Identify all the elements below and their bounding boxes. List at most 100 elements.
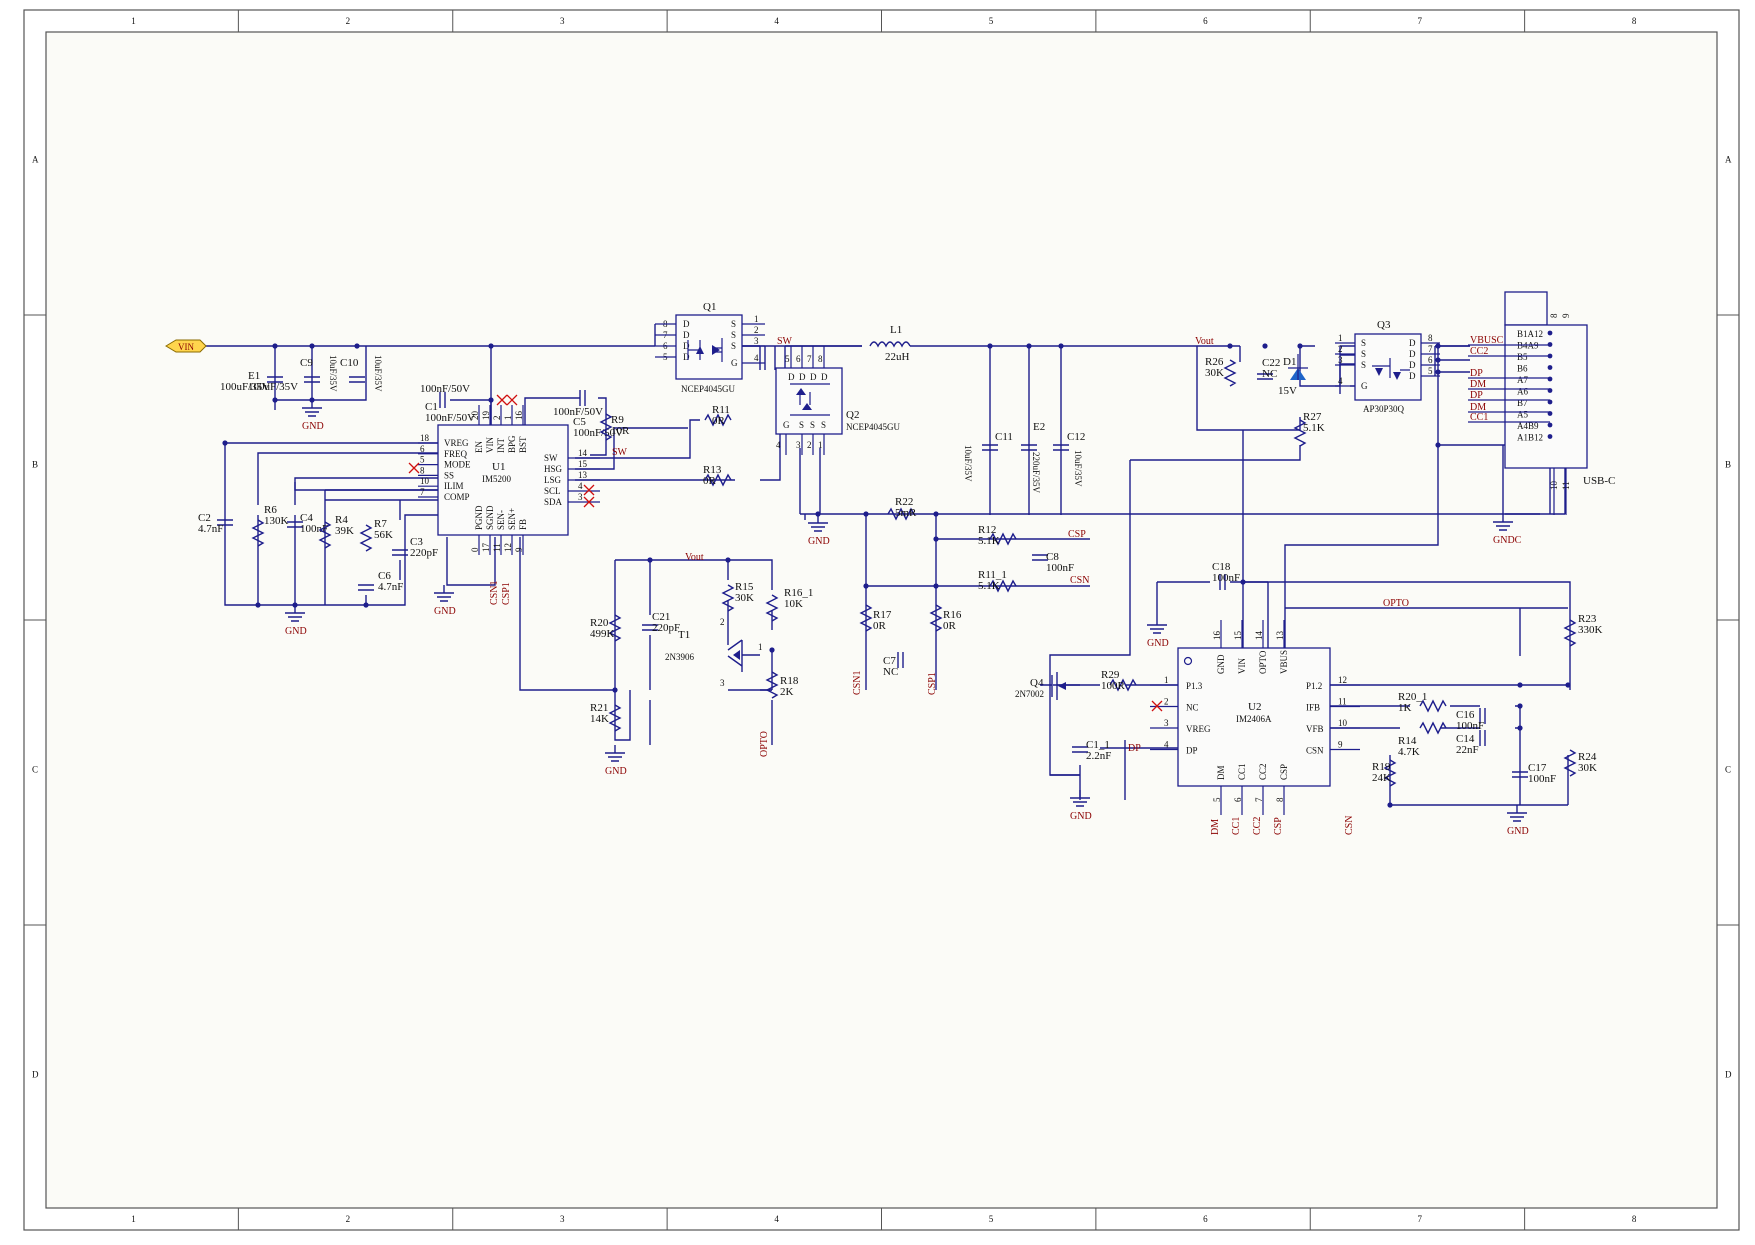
u2-pin-number: 3 xyxy=(1164,718,1169,728)
r16-ref: R16 xyxy=(943,609,962,621)
r27-ref: R27 xyxy=(1303,411,1322,423)
u1-pin-name: SDA xyxy=(544,497,563,507)
net-label: CSN xyxy=(1070,575,1089,586)
q1-pin-name: D xyxy=(683,319,690,329)
t1-part: 2N3906 xyxy=(665,652,694,662)
u2-ref: U2 xyxy=(1248,701,1261,713)
q1-pin-name: S xyxy=(731,330,736,340)
gnd-u2-label: GND xyxy=(1147,638,1169,649)
u2-pin-number: 10 xyxy=(1338,718,1348,728)
c1-symbol xyxy=(439,392,446,408)
no-connect-mark xyxy=(583,496,595,508)
r14-ref: R14 xyxy=(1398,735,1417,747)
junction-dot xyxy=(272,343,278,349)
junction-dot xyxy=(363,602,369,608)
u2-pin-name: DP xyxy=(1186,746,1198,756)
junction-dot xyxy=(255,602,261,608)
gnd-u1-ground-icon xyxy=(434,585,454,602)
q3-pin-number: 3 xyxy=(1338,355,1343,365)
r16-1-ref: R16_1 xyxy=(784,587,813,599)
junction-dot xyxy=(354,343,360,349)
zone-row-right: C xyxy=(1725,765,1731,775)
u2-pin-name: VFB xyxy=(1306,724,1324,734)
r27-value: 5.1K xyxy=(1303,422,1325,434)
q1-pin-name: S xyxy=(731,341,736,351)
r20-1-ref: R20_1 xyxy=(1398,691,1427,703)
usb-pin-number: 8 xyxy=(1549,313,1559,318)
c12-ref: C12 xyxy=(1067,431,1085,443)
r15-ref: R15 xyxy=(735,581,754,593)
e2-ref: E2 xyxy=(1033,421,1045,433)
q3-part: AP30P30Q xyxy=(1363,404,1405,414)
junction-dot xyxy=(1435,369,1441,375)
usb-pin-name: B7 xyxy=(1517,398,1528,408)
r26-value: 30K xyxy=(1205,367,1224,379)
u1-pin-number: 15 xyxy=(578,459,588,469)
c5-symbol xyxy=(579,390,586,406)
net-label: DP xyxy=(1128,743,1141,754)
usb-pin-dot xyxy=(1547,365,1553,370)
q2-ref: Q2 xyxy=(846,409,859,421)
zone-col-bottom: 5 xyxy=(989,1214,994,1224)
net-label: OPTO xyxy=(759,731,770,757)
u1-pin-name: SEN- xyxy=(496,510,506,530)
r7-symbol xyxy=(359,524,373,552)
c16-symbol xyxy=(1479,708,1486,724)
zone-col-top: 7 xyxy=(1417,16,1422,26)
r26-symbol xyxy=(1223,359,1237,387)
q3-pin-name: D xyxy=(1409,371,1416,381)
gnd-vreg-label: GND xyxy=(1070,811,1092,822)
c1-1-value: 2.2nF xyxy=(1086,750,1111,762)
q1-pin-number: 2 xyxy=(754,325,759,335)
c5-ref: C5 xyxy=(573,416,586,428)
vin-port[interactable]: VIN xyxy=(165,339,207,353)
u1-pin-number: 6 xyxy=(420,444,425,454)
junction-dot xyxy=(863,583,869,589)
junction-dots xyxy=(222,343,1571,808)
q3-pin-name: D xyxy=(1409,338,1416,348)
r20-1-symbol xyxy=(1419,699,1447,713)
zone-col-bottom: 7 xyxy=(1417,1214,1422,1224)
net-label: DM xyxy=(1210,819,1221,835)
c3-symbol xyxy=(392,549,408,556)
u1-pin-name: INT xyxy=(496,438,506,453)
q2-pin-name: S xyxy=(821,420,826,430)
r15-symbol xyxy=(721,584,735,612)
c17-value: 100nF xyxy=(1528,773,1556,785)
u2-pin-name: VBUS xyxy=(1279,650,1289,674)
e1-value-note: 100uF/35V xyxy=(220,381,270,393)
junction-dot xyxy=(612,687,618,693)
l1-value: 22uH xyxy=(885,351,910,363)
no-connect-mark xyxy=(583,484,595,496)
d1-zener xyxy=(1288,354,1308,380)
u2-pin-number: 1 xyxy=(1164,675,1169,685)
q2-pin-number: 4 xyxy=(776,440,781,450)
gnd-fb-label: GND xyxy=(605,766,627,777)
u1-ref: U1 xyxy=(492,461,505,473)
u1-pin-number: 20 xyxy=(470,411,480,421)
vin-label: VIN xyxy=(178,342,194,352)
q3-pin-name: S xyxy=(1361,349,1366,359)
q3-pin-number: 1 xyxy=(1338,333,1343,343)
u2-pin-number: 5 xyxy=(1212,797,1222,802)
t1-transistor xyxy=(727,639,760,672)
u2-pin-number: 15 xyxy=(1233,631,1243,641)
c2-value: 4.7nF xyxy=(198,523,223,535)
u1-pin-name: SCL xyxy=(544,486,561,496)
zone-col-bottom: 1 xyxy=(131,1214,136,1224)
r13-symbol xyxy=(704,473,732,487)
junction-dot xyxy=(488,343,494,349)
junction-dot xyxy=(1565,682,1571,688)
r29-ref: R29 xyxy=(1101,669,1120,681)
r7-value: 56K xyxy=(374,529,393,541)
u2-pin-number: 11 xyxy=(1338,697,1347,707)
junction-dot xyxy=(1517,703,1523,709)
junction-dot xyxy=(933,583,939,589)
u1-pin-number: 1 xyxy=(503,416,513,421)
r19-symbol xyxy=(1383,759,1397,787)
junction-dot xyxy=(647,557,653,563)
u1-part: IM5200 xyxy=(482,474,511,484)
r17-symbol xyxy=(859,604,873,632)
r20-symbol xyxy=(608,614,622,642)
